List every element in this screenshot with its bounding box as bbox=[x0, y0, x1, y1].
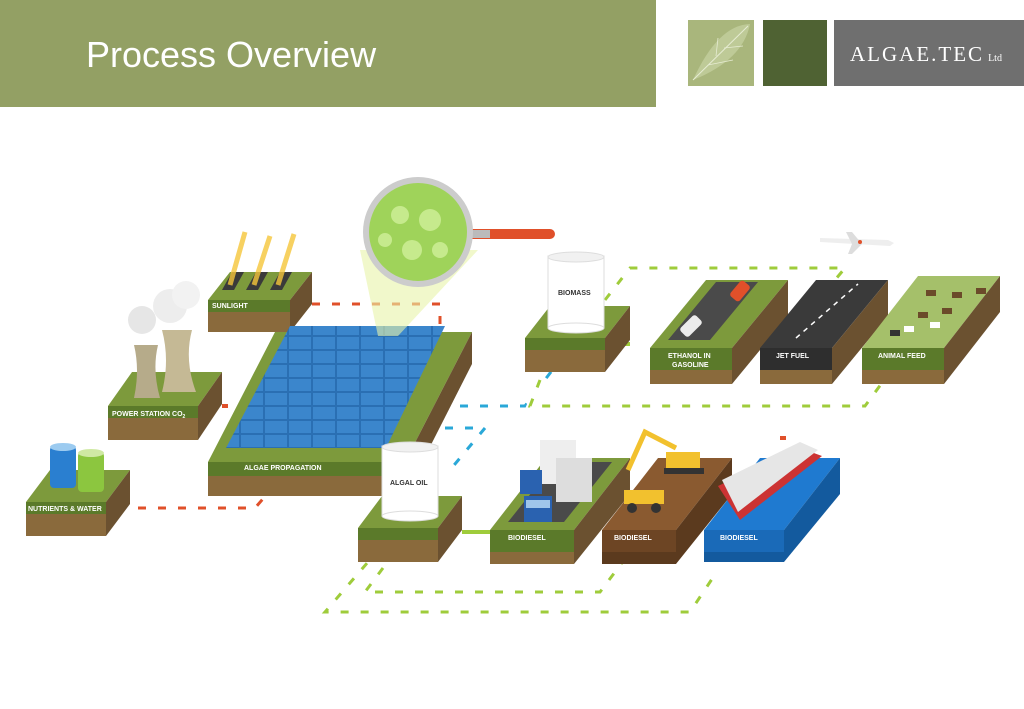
car-icon bbox=[680, 280, 750, 337]
biodiesel-ship-node: BIODIESEL bbox=[704, 432, 840, 562]
nutrients-label: NUTRIENTS & WATER bbox=[28, 506, 102, 513]
company-logo bbox=[834, 20, 1024, 86]
truck-icon bbox=[520, 440, 592, 522]
page-title: Process Overview bbox=[86, 34, 377, 75]
animal-feed-node: ANIMAL FEED bbox=[862, 276, 1000, 384]
algae-pond-icon bbox=[226, 326, 445, 448]
solar-panel-icon bbox=[222, 231, 297, 290]
cattle-icon bbox=[890, 288, 986, 336]
algal-oil-node: ALGAL OIL bbox=[358, 441, 462, 562]
logo-leaf-tile bbox=[688, 20, 754, 86]
logo-suffix: Ltd bbox=[988, 53, 1002, 64]
jet-fuel-label: JET FUEL bbox=[776, 353, 810, 360]
sunlight-label: SUNLIGHT bbox=[212, 303, 249, 310]
ethanol-node: ETHANOL IN GASOLINE bbox=[650, 280, 788, 384]
biodiesel-ship-label: BIODIESEL bbox=[720, 535, 758, 542]
oil-tank-icon bbox=[381, 441, 439, 522]
ship-icon bbox=[718, 432, 822, 520]
biomass-tank-icon bbox=[547, 251, 605, 334]
algae-propagation-label: ALGAE PROPAGATION bbox=[244, 465, 322, 472]
ethanol-label-2: GASOLINE bbox=[672, 362, 709, 369]
power-station-node: POWER STATION CO2 bbox=[108, 281, 222, 440]
ethanol-label: ETHANOL IN bbox=[668, 353, 711, 360]
biodiesel-truck-node: BIODIESEL bbox=[490, 440, 630, 564]
algae-propagation-node: ALGAE PROPAGATION bbox=[208, 326, 472, 496]
jet-fuel-node: JET FUEL bbox=[760, 232, 894, 384]
biodiesel-mining-node: BIODIESEL bbox=[602, 428, 732, 564]
biodiesel-truck-label: BIODIESEL bbox=[508, 535, 546, 542]
sunlight-node: SUNLIGHT bbox=[208, 231, 312, 332]
animal-feed-label: ANIMAL FEED bbox=[878, 353, 926, 360]
excavator-icon bbox=[624, 428, 704, 513]
logo-name: ALGAE.TEC bbox=[850, 42, 985, 66]
leaf-icon bbox=[692, 24, 750, 81]
power-station-label: POWER STATION CO2 bbox=[112, 411, 186, 420]
biomass-node: BIOMASS bbox=[525, 251, 630, 372]
biomass-label: BIOMASS bbox=[558, 290, 591, 297]
airplane-icon bbox=[820, 232, 894, 254]
pipe-green bbox=[317, 264, 893, 616]
algal-oil-label: ALGAL OIL bbox=[390, 480, 428, 487]
cooling-tower-icon bbox=[128, 281, 200, 398]
biodiesel-mining-label: BIODIESEL bbox=[614, 535, 652, 542]
water-tank-icon bbox=[50, 443, 104, 492]
magnifier-icon bbox=[360, 177, 555, 336]
header-bar bbox=[0, 0, 656, 107]
logo-dark-tile bbox=[763, 20, 827, 86]
nutrients-node: NUTRIENTS & WATER bbox=[26, 443, 130, 536]
